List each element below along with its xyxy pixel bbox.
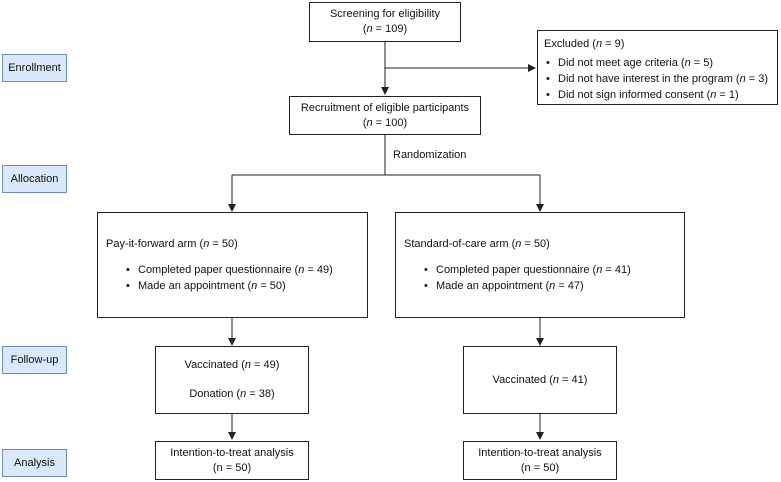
soc-analysis-count: (n = 50) — [520, 461, 560, 474]
soc-arm-item: Made an appointment (n = 47) — [422, 278, 676, 294]
stage-analysis: Analysis — [2, 449, 67, 477]
excluded-box: Excluded (n = 9) Did not meet age criter… — [537, 30, 778, 105]
pay-arm-box: Pay-it-forward arm (n = 50) Completed pa… — [97, 212, 368, 318]
pay-arm-list: Completed paper questionnaire (n = 49) M… — [106, 262, 359, 294]
screening-box: Screening for eligibility (n = 109) — [309, 2, 461, 42]
stage-enrollment-label: Enrollment — [8, 62, 61, 74]
soc-arm-title: Standard-of-care arm (n = 50) — [404, 237, 550, 250]
recruitment-title: Recruitment of eligible participants — [300, 101, 470, 114]
randomization-label: Randomization — [393, 149, 467, 161]
soc-arm-list: Completed paper questionnaire (n = 41) M… — [404, 262, 676, 294]
recruitment-count: (n = 100) — [362, 116, 408, 129]
soc-analysis-title: Intention-to-treat analysis — [478, 446, 602, 459]
soc-followup-box: Vaccinated (n = 41) — [463, 346, 617, 414]
soc-analysis-box: Intention-to-treat analysis (n = 50) — [463, 441, 617, 480]
pay-arm-item: Completed paper questionnaire (n = 49) — [124, 262, 359, 278]
stage-followup-label: Follow-up — [10, 354, 59, 366]
soc-vaccinated: Vaccinated (n = 41) — [492, 373, 588, 386]
pay-analysis-title: Intention-to-treat analysis — [170, 446, 294, 459]
pay-arm-item: Made an appointment (n = 50) — [124, 278, 359, 294]
stage-allocation: Allocation — [2, 165, 67, 193]
screening-count: (n = 109) — [362, 23, 408, 35]
pay-vaccinated: Vaccinated (n = 49) — [184, 359, 280, 371]
stage-enrollment: Enrollment — [2, 54, 67, 82]
excluded-item: Did not sign informed consent (n = 1) — [544, 87, 771, 103]
excluded-title: Excluded (n = 9) — [544, 38, 625, 50]
excluded-list: Did not meet age criteria (n = 5) Did no… — [544, 55, 771, 103]
soc-arm-box: Standard-of-care arm (n = 50) Completed … — [395, 212, 685, 318]
stage-followup: Follow-up — [2, 346, 67, 374]
pay-analysis-box: Intention-to-treat analysis (n = 50) — [155, 441, 309, 480]
stage-analysis-label: Analysis — [14, 457, 55, 469]
soc-arm-item: Completed paper questionnaire (n = 41) — [422, 262, 676, 278]
excluded-item: Did not meet age criteria (n = 5) — [544, 55, 771, 71]
screening-title: Screening for eligibility — [329, 8, 441, 20]
recruitment-box: Recruitment of eligible participants (n … — [289, 96, 481, 135]
stage-allocation-label: Allocation — [10, 173, 59, 185]
pay-analysis-count: (n = 50) — [212, 461, 252, 474]
pay-followup-box: Vaccinated (n = 49) Donation (n = 38) — [155, 346, 309, 414]
excluded-item: Did not have interest in the program (n … — [544, 71, 771, 87]
pay-donation: Donation (n = 38) — [189, 388, 275, 400]
pay-arm-title: Pay-it-forward arm (n = 50) — [106, 237, 238, 250]
